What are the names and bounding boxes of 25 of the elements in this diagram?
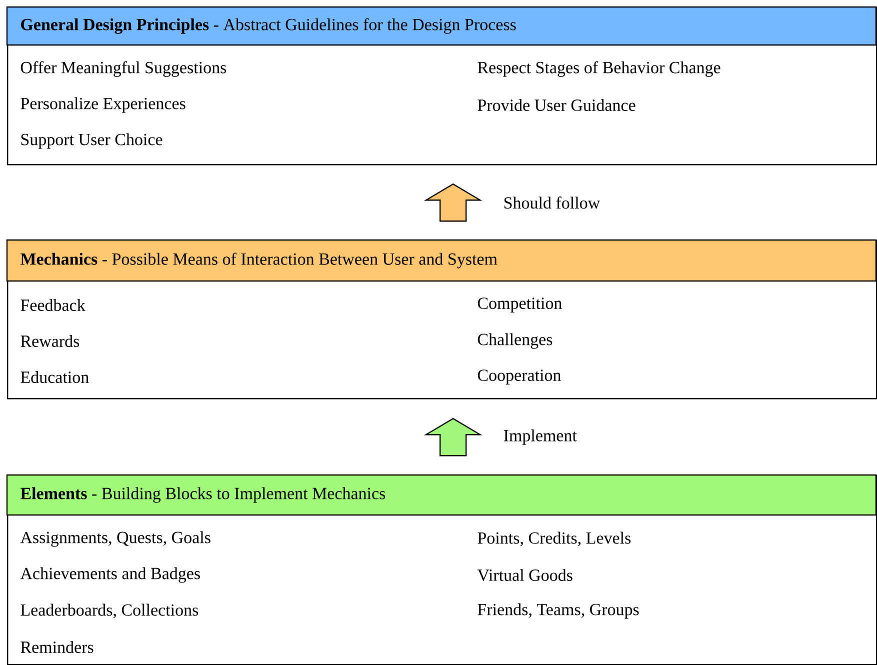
list-item: Virtual Goods (477, 568, 572, 582)
list-item: Reminders (20, 641, 94, 653)
list-item: Education (20, 371, 89, 383)
panel-header: Mechanics - Possible Means of Interaction Between User and System (6, 239, 877, 282)
block-arrow (424, 418, 482, 456)
list-item: Achievements and Badges (20, 567, 200, 583)
list-item: Offer Meaningful Suggestions (20, 61, 226, 77)
edge-label: Implement (504, 429, 577, 445)
list-item: Support User Choice (21, 133, 162, 149)
block-arrow (424, 183, 482, 222)
list-item: Competition (478, 298, 562, 312)
list-item: Cooperation (478, 370, 561, 384)
list-item: Points, Credits, Levels (478, 532, 631, 546)
list-item: Provide User Guidance (478, 99, 636, 111)
list-item: Challenges (478, 333, 552, 349)
list-item: Assignments, Quests, Goals (20, 531, 210, 547)
list-item: Personalize Experiences (20, 97, 186, 113)
list-item: Leaderboards, Collections (20, 604, 198, 618)
panel-header: General Design Principles - Abstract Guidelines for the Design Process (6, 6, 877, 46)
list-item: Respect Stages of Behavior Change (478, 61, 720, 77)
list-item: Friends, Teams, Groups (478, 603, 639, 619)
list-item: Rewards (20, 335, 80, 347)
list-item: Feedback (20, 299, 86, 311)
panel-header: Elements - Building Blocks to Implement Mechanics (6, 474, 877, 516)
edge-label: Should follow (504, 196, 600, 209)
